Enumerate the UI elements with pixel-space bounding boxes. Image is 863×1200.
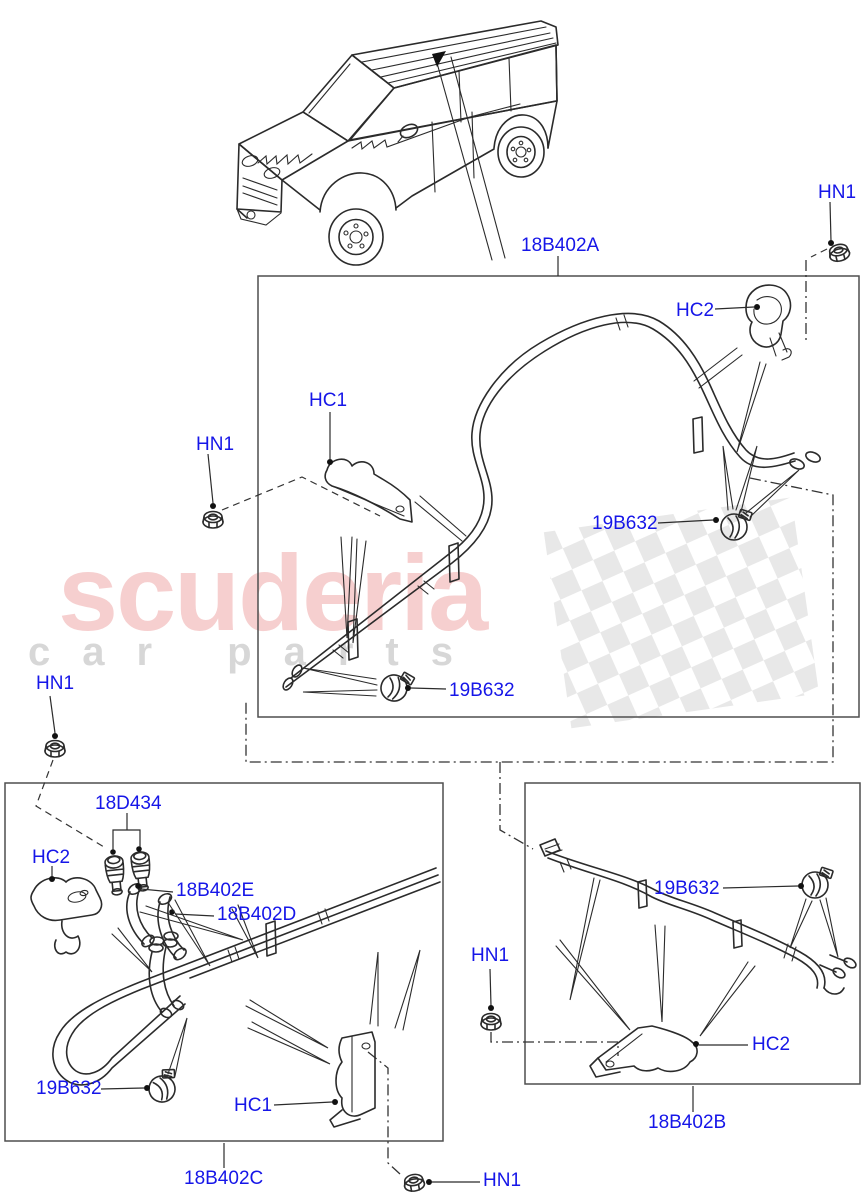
hex-nut-icon: [202, 510, 224, 529]
brand-watermark: scuderia: [58, 532, 488, 653]
part-label-18b402b[interactable]: 18B402B: [648, 1112, 727, 1133]
hex-nut-icon: [402, 1172, 427, 1194]
part-label-hn1-front-left[interactable]: HN1: [196, 434, 235, 455]
rear-left-assembly-box: [5, 783, 443, 1141]
pipe-clip-icon: [330, 1032, 375, 1127]
part-label-19b632-rear-right[interactable]: 19B632: [654, 878, 720, 899]
part-label-18b402d[interactable]: 18B402D: [217, 904, 297, 925]
part-label-hc1-rear-left[interactable]: HC1: [234, 1095, 273, 1116]
hose-clamp-icon: [801, 866, 835, 899]
pipe-clip-icon: [746, 285, 791, 360]
bleed-valve-icon: [103, 854, 128, 897]
part-label-19b632-front-bottom[interactable]: 19B632: [449, 680, 515, 701]
part-label-hc2-rear-left[interactable]: HC2: [32, 847, 71, 868]
brand-watermark-tagline: car parts: [28, 630, 485, 674]
rear-wheel: [498, 127, 544, 177]
part-label-hc1-front[interactable]: HC1: [309, 390, 348, 411]
leader-arrowhead: [432, 51, 446, 67]
part-label-19b632-rear-left[interactable]: 19B632: [36, 1078, 102, 1099]
part-label-18b402a[interactable]: 18B402A: [521, 235, 600, 256]
rear-left-heater-pipes: [31, 813, 440, 1127]
rear-right-heater-pipes: [540, 839, 858, 1077]
pipe-clip-icon: [31, 878, 102, 954]
part-label-18b402c[interactable]: 18B402C: [184, 1168, 264, 1189]
front-heater-pipes: [281, 285, 821, 706]
part-label-hn1-bottom-center[interactable]: HN1: [483, 1170, 522, 1191]
front-wheel: [329, 209, 383, 265]
part-label-19b632-front-right[interactable]: 19B632: [592, 513, 658, 534]
part-label-18d434[interactable]: 18D434: [95, 793, 162, 814]
part-label-hc2-rear-right[interactable]: HC2: [752, 1034, 791, 1055]
part-label-hn1-top-right[interactable]: HN1: [818, 182, 857, 203]
part-label-hn1-mid-left[interactable]: HN1: [36, 673, 75, 694]
part-label-hn1-rear-right[interactable]: HN1: [471, 945, 510, 966]
hex-nut-icon: [44, 739, 66, 758]
connector-lines: [36, 249, 833, 1174]
pipe-clip-icon: [590, 1026, 697, 1077]
hex-nut-icon: [480, 1012, 502, 1031]
pipe-clip-icon: [325, 459, 412, 522]
label-leader-lines: [44, 202, 852, 1194]
hose-clamp-icon: [142, 1065, 185, 1107]
checkered-flag-watermark: [543, 497, 819, 729]
part-label-18b402e[interactable]: 18B402E: [176, 880, 255, 901]
suv-line-drawing: [237, 21, 558, 265]
part-label-hc2-front[interactable]: HC2: [676, 300, 715, 321]
rear-right-assembly-box: [525, 783, 860, 1084]
